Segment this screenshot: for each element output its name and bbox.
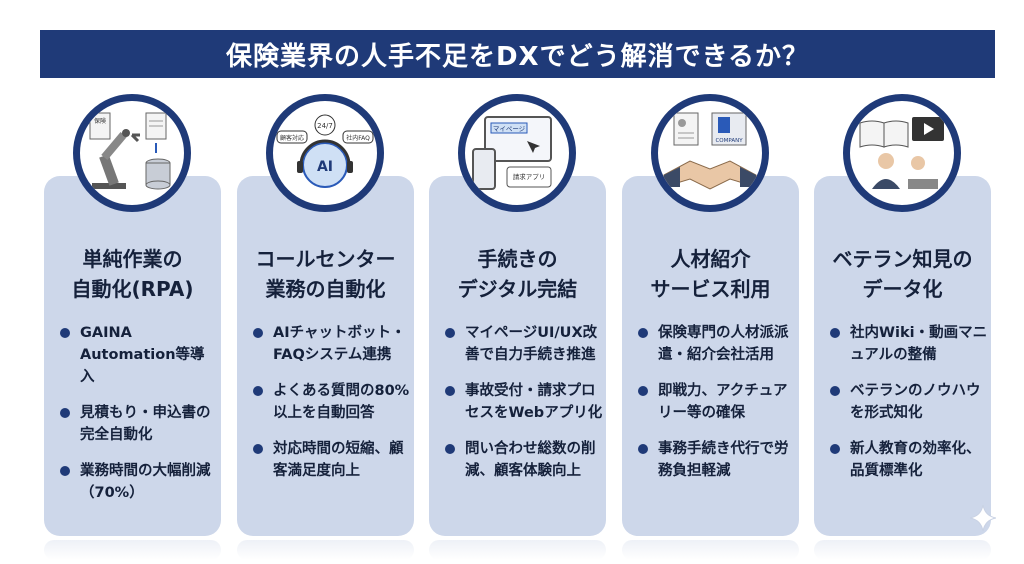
heading-line: 単純作業の	[82, 247, 183, 271]
heading-line: ベテラン知見の	[832, 247, 973, 271]
card-heading: 手続きの デジタル完結	[429, 244, 606, 304]
knowledge-icon	[843, 94, 961, 212]
bullet-list: 社内Wiki・動画マニュアルの整備 ベテランのノウハウを形式知化 新人教育の効率…	[828, 322, 994, 496]
list-item: GAINA Automation等導入	[58, 322, 218, 388]
list-item: 対応時間の短縮、顧客満足度向上	[251, 438, 413, 482]
card-digital	[429, 176, 606, 536]
list-item: ベテランのノウハウを形式知化	[828, 380, 994, 424]
heading-line: 手続きの	[477, 247, 558, 271]
web-app-icon: マイページ 請求アプリ	[458, 94, 576, 212]
card-knowledge	[814, 176, 991, 536]
list-item: 問い合わせ総数の削減、顧客体験向上	[443, 438, 607, 482]
heading-line: データ化	[862, 277, 943, 301]
handshake-icon: COMPANY	[651, 94, 769, 212]
page-title: 保険業界の人手不足をDXでどう解消できるか？	[40, 30, 995, 78]
icon-text-claim-app: 請求アプリ	[513, 172, 546, 181]
bullet-list: GAINA Automation等導入 見積もり・申込書の完全自動化 業務時間の…	[58, 322, 218, 518]
heading-line: コールセンター	[255, 247, 396, 271]
list-item: 事故受付・請求プロセスをWebアプリ化	[443, 380, 607, 424]
list-item: マイページUI/UX改善で自力手続き推進	[443, 322, 607, 366]
list-item: 業務時間の大幅削減（70%）	[58, 460, 218, 504]
icon-text-company: COMPANY	[715, 138, 743, 144]
icon-text-ai: AI	[317, 159, 333, 175]
card-call-center	[237, 176, 414, 536]
card-heading: ベテラン知見の データ化	[814, 244, 991, 304]
ai-headset-icon: AI 24/7 顧客対応 社内FAQ	[266, 94, 384, 212]
heading-line: 自動化(RPA)	[71, 277, 194, 301]
card-reflection	[622, 540, 799, 560]
card-heading: コールセンター 業務の自動化	[237, 244, 414, 304]
heading-line: サービス利用	[650, 277, 771, 301]
heading-line: 業務の自動化	[265, 277, 386, 301]
list-item: 見積もり・申込書の完全自動化	[58, 402, 218, 446]
icon-text-customer: 顧客対応	[280, 134, 304, 142]
bullet-list: 保険専門の人材派派遣・紹介会社活用 即戦力、アクチュアリー等の確保 事務手続き代…	[636, 322, 798, 496]
card-heading: 人材紹介 サービス利用	[622, 244, 799, 304]
robot-arm-icon: 保険	[73, 94, 191, 212]
list-item: 保険専門の人材派派遣・紹介会社活用	[636, 322, 798, 366]
card-reflection	[44, 540, 221, 560]
list-item: よくある質問の80%以上を自動回答	[251, 380, 413, 424]
card-reflection	[429, 540, 606, 560]
card-rpa	[44, 176, 221, 536]
sparkle-icon	[970, 505, 996, 531]
list-item: AIチャットボット・FAQシステム連携	[251, 322, 413, 366]
list-item: 即戦力、アクチュアリー等の確保	[636, 380, 798, 424]
heading-line: デジタル完結	[457, 277, 578, 301]
bullet-list: マイページUI/UX改善で自力手続き推進 事故受付・請求プロセスをWebアプリ化…	[443, 322, 607, 496]
card-reflection	[814, 540, 991, 560]
list-item: 社内Wiki・動画マニュアルの整備	[828, 322, 994, 366]
list-item: 新人教育の効率化、品質標準化	[828, 438, 994, 482]
card-heading: 単純作業の 自動化(RPA)	[44, 244, 221, 304]
icon-text-mypage: マイページ	[493, 125, 526, 133]
card-reflection	[237, 540, 414, 560]
bullet-list: AIチャットボット・FAQシステム連携 よくある質問の80%以上を自動回答 対応…	[251, 322, 413, 496]
card-staffing	[622, 176, 799, 536]
icon-text-faq: 社内FAQ	[346, 134, 370, 142]
list-item: 事務手続き代行で労務負担軽減	[636, 438, 798, 482]
heading-line: 人材紹介	[670, 247, 751, 271]
icon-text-hoken: 保険	[94, 117, 106, 125]
icon-text-247: 24/7	[317, 122, 333, 130]
